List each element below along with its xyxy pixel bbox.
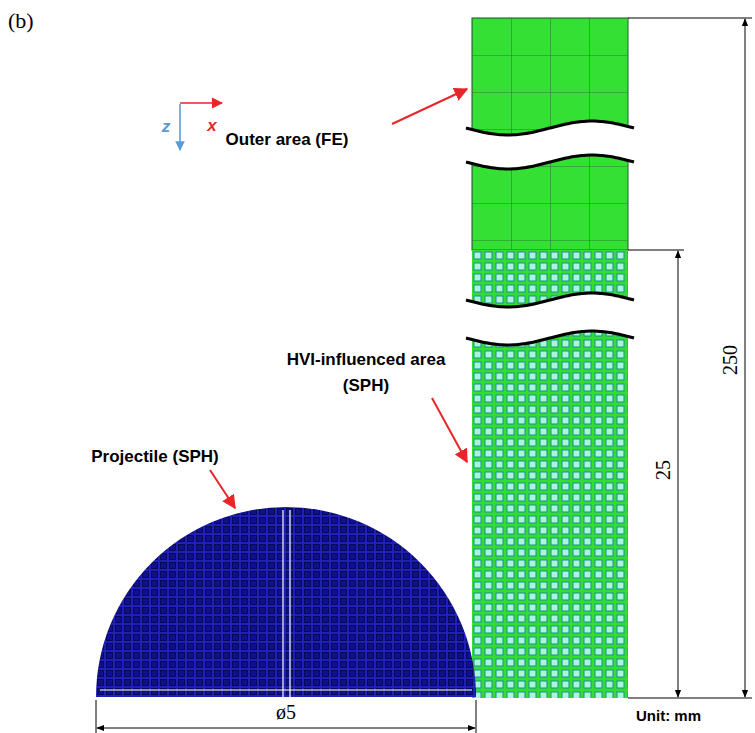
callout-label: HVI-influenced area (SPH) (279, 347, 454, 398)
panel-label: (b) (8, 4, 34, 37)
callout-arrow (392, 89, 467, 124)
break-gap (466, 121, 634, 169)
extension-lines (96, 18, 752, 733)
callout-label: Projectile (SPH) (91, 444, 219, 470)
particle-gaps (100, 510, 472, 697)
dimension-value: 250 (715, 345, 745, 375)
break-line (466, 121, 634, 135)
x-axis-arrow (180, 102, 222, 104)
callout-label: Outer area (FE) (226, 127, 349, 153)
axis-label: x (207, 113, 216, 139)
z-axis-arrow (179, 104, 181, 150)
callout-arrow (432, 398, 467, 462)
dimension-line (97, 728, 475, 729)
dimension-line (745, 19, 746, 697)
break-gap (466, 293, 634, 345)
break-line (466, 293, 634, 307)
break-line (466, 155, 634, 169)
break-lines (466, 121, 634, 345)
axis-label: z (162, 114, 171, 140)
unit-note: Unit: mm (636, 705, 701, 728)
break-line (466, 331, 634, 345)
projectile-halfdisk (96, 507, 476, 697)
callout-arrow (210, 470, 235, 508)
dimension-value: ø5 (276, 697, 296, 727)
dimension-value: 25 (648, 460, 678, 480)
dimension-line (678, 251, 679, 697)
